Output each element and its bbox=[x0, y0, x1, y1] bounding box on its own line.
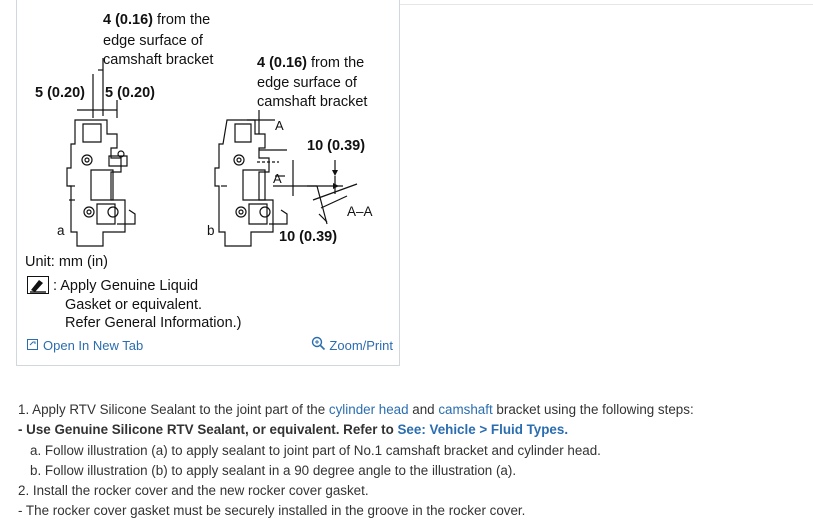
zoom-print-label: Zoom/Print bbox=[329, 337, 393, 353]
dimension-label-top-right-line3: camshaft bracket bbox=[257, 94, 368, 110]
liquid-gasket-icon bbox=[27, 276, 49, 294]
section-marker-a-top: A bbox=[275, 118, 284, 133]
step-2: 2. Install the rocker cover and the new … bbox=[18, 483, 369, 499]
top-divider bbox=[400, 4, 813, 5]
dimension-label-top-left: 4 (0.16) from the bbox=[103, 12, 211, 28]
cylinder-head-link[interactable]: cylinder head bbox=[328, 402, 409, 417]
step-1b: b. Follow illustration (b) to apply seal… bbox=[30, 462, 517, 478]
legend-line-1: : Apply Genuine Liquid bbox=[53, 278, 199, 294]
figure-label-b: b bbox=[207, 223, 215, 238]
step-1-note: - Use Genuine Silicone RTV Sealant, or e… bbox=[18, 422, 569, 438]
open-in-new-tab-link[interactable]: Open In New Tab bbox=[27, 338, 143, 353]
dimension-label-right-5: 5 (0.20) bbox=[105, 85, 155, 101]
open-in-new-tab-label: Open In New Tab bbox=[43, 338, 144, 353]
section-marker-a-bottom: A bbox=[273, 171, 282, 186]
fluid-types-link[interactable]: See: Vehicle > Fluid Types. bbox=[397, 422, 569, 438]
section-label-a-a: A–A bbox=[347, 204, 373, 219]
step-1: 1. Apply RTV Silicone Sealant to the joi… bbox=[18, 402, 694, 417]
zoom-icon bbox=[311, 336, 326, 354]
sealant-illustration: 4 (0.16) from the edge surface of camsha… bbox=[17, 0, 399, 331]
legend-line-2: Gasket or equivalent. bbox=[65, 297, 203, 313]
dimension-label-top-left-line3: camshaft bracket bbox=[103, 52, 214, 68]
dimension-label-10-bottom: 10 (0.39) bbox=[279, 229, 338, 245]
figure-card: 4 (0.16) from the edge surface of camsha… bbox=[16, 0, 400, 366]
step-2-note: - The rocker cover gasket must be secure… bbox=[18, 503, 526, 519]
procedure-steps: 1. Apply RTV Silicone Sealant to the joi… bbox=[18, 400, 808, 522]
figure-label-a: a bbox=[57, 223, 65, 238]
open-tab-icon bbox=[27, 338, 38, 353]
legend-line-3: Refer General Information.) bbox=[65, 315, 242, 331]
dimension-label-top-right: 4 (0.16) from the bbox=[257, 55, 365, 71]
dimension-label-10-top: 10 (0.39) bbox=[307, 138, 366, 154]
dimension-label-top-left-line2: edge surface of bbox=[103, 33, 203, 49]
dimension-label-top-right-line2: edge surface of bbox=[257, 75, 357, 91]
dimension-label-left-5: 5 (0.20) bbox=[35, 85, 85, 101]
unit-label: Unit: mm (in) bbox=[25, 254, 108, 270]
camshaft-link[interactable]: camshaft bbox=[438, 402, 493, 417]
engine-parts-drawing bbox=[66, 58, 358, 247]
zoom-print-link[interactable]: Zoom/Print bbox=[311, 336, 393, 354]
step-1a: a. Follow illustration (a) to apply seal… bbox=[30, 442, 601, 458]
